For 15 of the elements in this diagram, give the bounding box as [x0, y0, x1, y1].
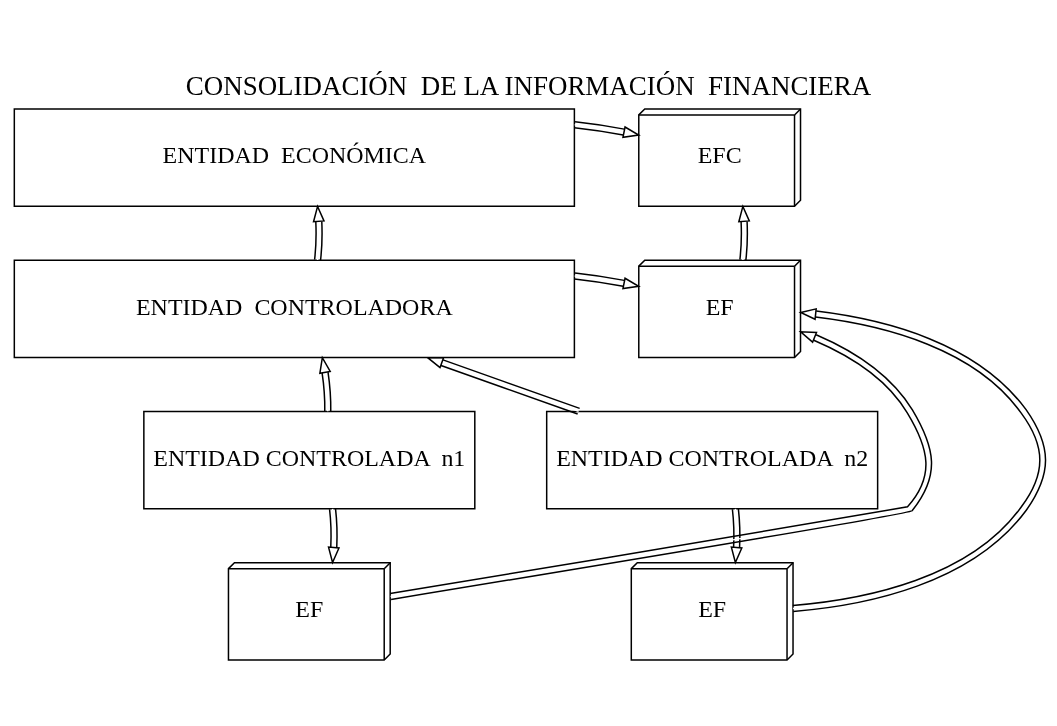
arrow	[792, 307, 1047, 612]
arrow	[573, 271, 641, 289]
arrow	[425, 356, 581, 415]
node-box: ENTIDAD CONTROLADA n2	[545, 410, 879, 509]
arrow	[737, 203, 751, 261]
diagram-title: CONSOLIDACIÓN DE LA INFORMACIÓN FINANCIERA	[185, 70, 872, 101]
arrow	[327, 507, 341, 565]
arrow	[389, 330, 933, 600]
node-box: ENTIDAD ECONÓMICA	[13, 107, 576, 207]
arrow	[312, 203, 326, 261]
arrow	[318, 354, 332, 412]
node-box: ENTIDAD CONTROLADA n1	[143, 410, 476, 509]
arrow	[573, 120, 641, 138]
arrow	[730, 507, 743, 565]
node-box: ENTIDAD CONTROLADORA	[13, 258, 576, 358]
